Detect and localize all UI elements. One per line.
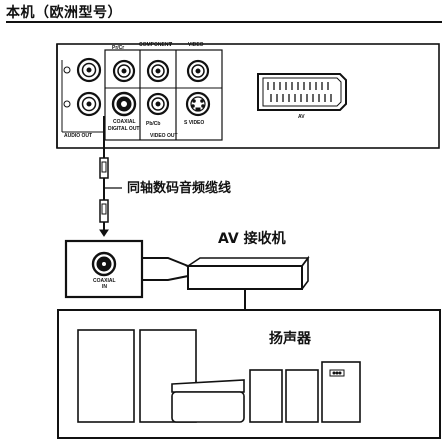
coaxial-in-label: COAXIAL: [93, 278, 116, 284]
speakers-group: [57, 309, 441, 439]
digital-out-label: DIGITAL OUT: [108, 126, 140, 132]
coaxial-label: COAXIAL: [113, 119, 136, 125]
video-jack: [186, 59, 210, 83]
video-out-label: VIDEO OUT: [150, 133, 178, 139]
speakers-label: 扬声器: [269, 331, 311, 347]
pb-cb-label: Pb/Cb: [146, 121, 161, 127]
pr-cr-jack: [112, 59, 136, 83]
title-underline: [6, 21, 442, 23]
audio-out-label: AUDIO OUT: [64, 133, 93, 139]
scart-av-connector: [257, 73, 347, 111]
page-title: 本机（欧洲型号）: [6, 5, 122, 21]
audio-out-jack-bottom: [63, 91, 102, 117]
player-back-panel: [56, 43, 440, 149]
av-scart-label: AV: [298, 114, 305, 120]
s-video-jack: [185, 91, 211, 117]
pr-cr-label: Pr/Cr: [112, 45, 125, 51]
receiver-coaxial-in-panel: [64, 239, 189, 299]
component-label: COMPONENT: [139, 42, 172, 48]
coaxial-cable: [99, 116, 122, 237]
audio-out-jack-top: [63, 57, 102, 83]
in-label: IN: [102, 284, 107, 290]
s-video-label: S VIDEO: [184, 120, 205, 126]
y-label: Y: [169, 42, 173, 48]
coaxial-cable-label: 同轴数码音频缆线: [127, 181, 232, 196]
av-receiver-label: AV 接收机: [218, 231, 286, 247]
av-receiver: [185, 255, 310, 310]
pb-cb-jack: [146, 92, 170, 116]
coaxial-digital-out-jack: [111, 91, 137, 117]
video-label: VIDEO: [188, 42, 204, 48]
component-y-jack: [146, 59, 170, 83]
